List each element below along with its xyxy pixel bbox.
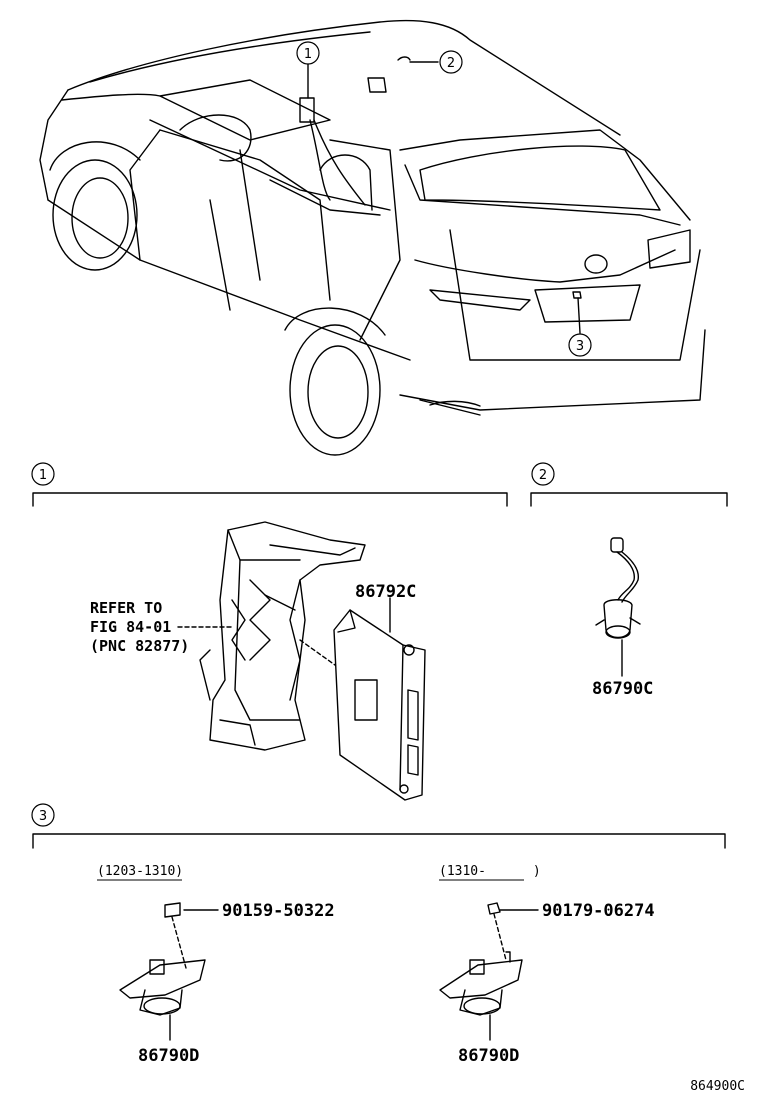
part-number-front-camera[interactable]: 86790C (592, 679, 653, 699)
part-number-rear-camera-right[interactable]: 86790D (458, 1046, 519, 1066)
vehicle-illustration (39, 19, 706, 456)
rear-camera-left-illustration (119, 902, 206, 1016)
callout-3: 3 (576, 339, 584, 354)
rear-camera-right-illustration (439, 902, 523, 1016)
part-number-screw-left[interactable]: 90159-50322 (222, 901, 335, 921)
part-number-screw-right[interactable]: 90179-06274 (542, 901, 655, 921)
front-camera-illustration (595, 537, 641, 639)
date-range-right: (1310- ) (439, 864, 541, 879)
refer-line-3: (PNC 82877) (90, 637, 189, 655)
section-2-number: 2 (539, 468, 547, 483)
ecu-illustration (333, 609, 426, 801)
bracket-illustration (199, 521, 366, 751)
section-3-number: 3 (39, 809, 47, 824)
callout-2: 2 (447, 56, 455, 71)
refer-line-1: REFER TO (90, 599, 162, 617)
refer-line-2: FIG 84-01 (90, 618, 171, 636)
date-range-left: (1203-1310) (97, 864, 183, 879)
part-number-rear-camera-left[interactable]: 86790D (138, 1046, 199, 1066)
callout-1: 1 (304, 47, 312, 62)
figure-code: 864900C (690, 1079, 745, 1094)
part-number-computer[interactable]: 86792C (355, 582, 416, 602)
section-1-number: 1 (39, 468, 47, 483)
